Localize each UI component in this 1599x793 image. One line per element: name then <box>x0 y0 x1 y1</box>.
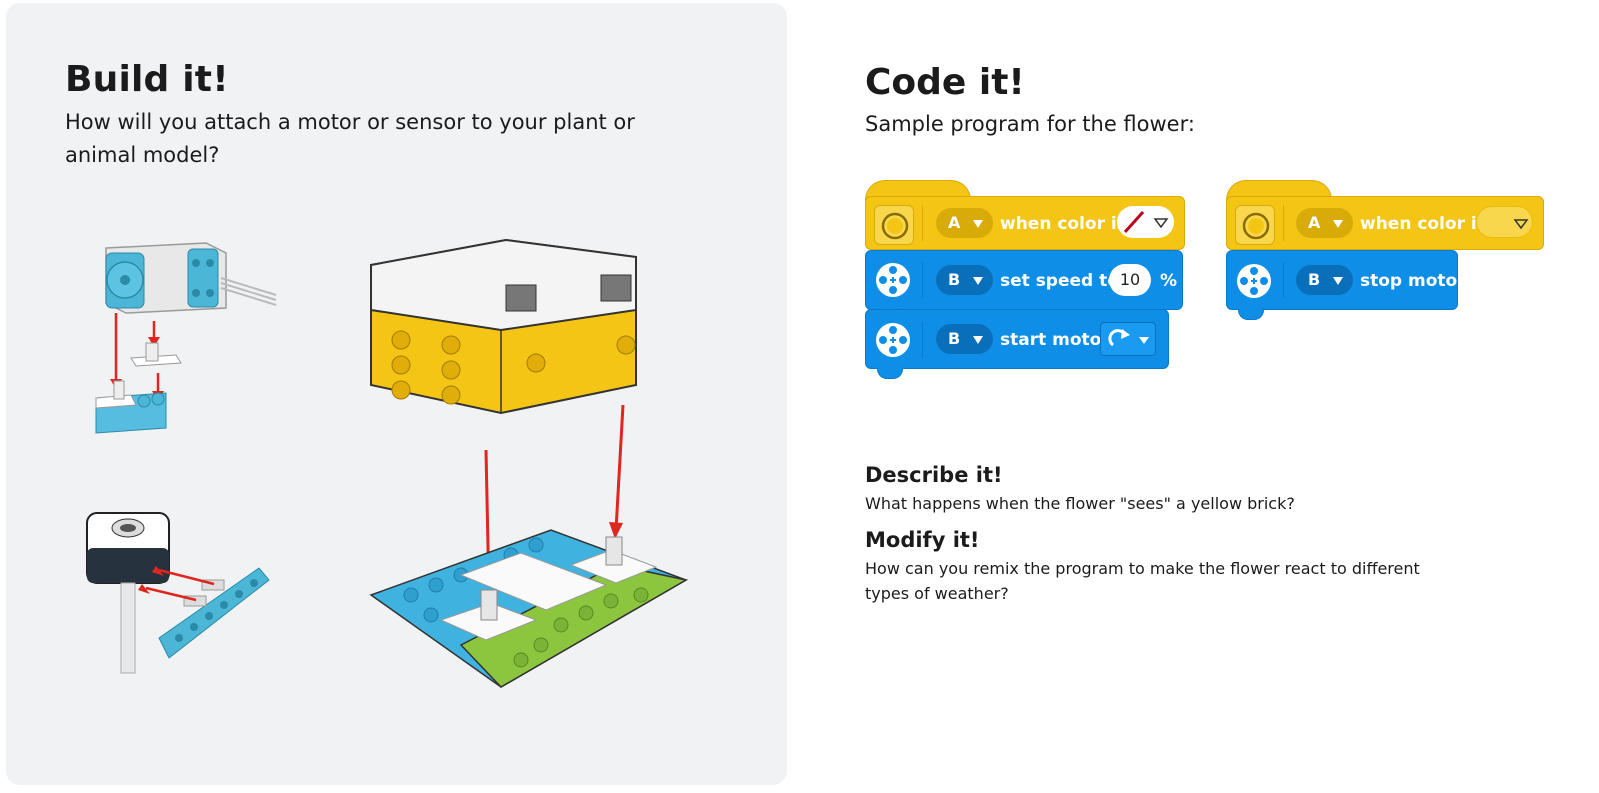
color-selector[interactable] <box>1117 206 1174 238</box>
yellow-color-swatch-icon <box>1513 219 1529 230</box>
motor-icon <box>873 260 913 300</box>
clockwise-arrow-icon <box>1108 329 1149 347</box>
describe-text: What happens when the flower "sees" a ye… <box>865 494 1295 513</box>
port-b-dropdown[interactable]: B <box>936 324 993 354</box>
hub-plate-illustration <box>369 238 689 688</box>
motor-icon <box>873 320 913 360</box>
direction-dropdown[interactable] <box>1100 322 1156 356</box>
set-speed-label: set speed to <box>1000 271 1119 291</box>
build-description: How will you attach a motor or sensor to… <box>65 110 635 167</box>
code-subtitle: Sample program for the flower: <box>865 112 1195 136</box>
speed-value-input[interactable]: 10 <box>1109 264 1151 296</box>
modify-text: How can you remix the program to make th… <box>865 559 1420 603</box>
describe-title: Describe it! <box>865 463 1003 487</box>
color-sensor-icon <box>874 205 914 245</box>
motor-icon <box>1234 261 1274 301</box>
when-color-hat-block[interactable] <box>1226 196 1544 250</box>
port-b-dropdown[interactable]: B <box>1296 265 1353 295</box>
code-title: Code it! <box>865 62 1025 103</box>
color-selector[interactable] <box>1476 206 1533 238</box>
sensor-attach-illustration <box>86 512 270 674</box>
red-color-swatch-icon <box>1123 210 1169 234</box>
color-sensor-icon <box>1235 205 1275 245</box>
build-panel: Build it! How will you attach a motor or… <box>6 3 787 785</box>
port-a-dropdown[interactable]: A <box>1296 208 1353 238</box>
speed-unit-label: % <box>1160 271 1178 291</box>
build-title: Build it! <box>65 59 229 100</box>
when-color-label: when color is <box>1000 214 1127 234</box>
port-a-dropdown[interactable]: A <box>936 208 993 238</box>
motor-attach-illustration <box>95 242 277 434</box>
start-motor-label: start motor <box>1000 330 1110 350</box>
stop-motor-label: stop motor <box>1360 271 1466 291</box>
port-b-dropdown[interactable]: B <box>936 265 993 295</box>
modify-title: Modify it! <box>865 528 980 552</box>
when-color-label: when color is <box>1360 214 1487 234</box>
